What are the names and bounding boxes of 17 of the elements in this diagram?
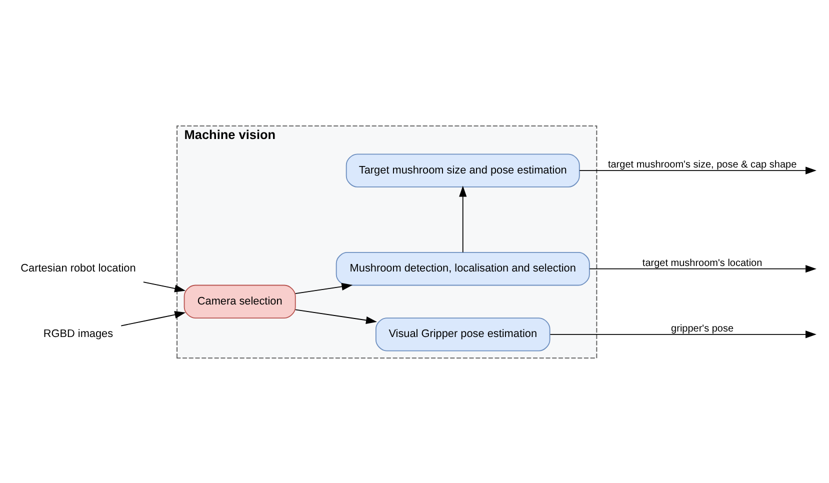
node-box: Camera selection: [184, 284, 296, 318]
edge-label: target mushroom's location: [642, 257, 762, 268]
node-text: RGBD images: [43, 328, 114, 340]
arrow: [550, 330, 816, 338]
arrow: [459, 185, 467, 252]
arrow: [589, 264, 816, 272]
arrow: [294, 308, 377, 324]
node-box: Visual Gripper pose estimation: [375, 317, 550, 351]
edge-label: gripper's pose: [671, 322, 734, 334]
arrow: [294, 282, 353, 294]
edge-label: target mushroom's size, pose & cap shape: [608, 159, 797, 170]
arrow: [142, 281, 186, 292]
node-text: Cartesian robot location: [20, 262, 136, 274]
node-box: Target mushroom size and pose estimation: [346, 153, 580, 187]
node-box: Mushroom detection, localisation and selection: [336, 252, 590, 286]
arrow: [120, 310, 186, 326]
arrow: [579, 166, 816, 174]
